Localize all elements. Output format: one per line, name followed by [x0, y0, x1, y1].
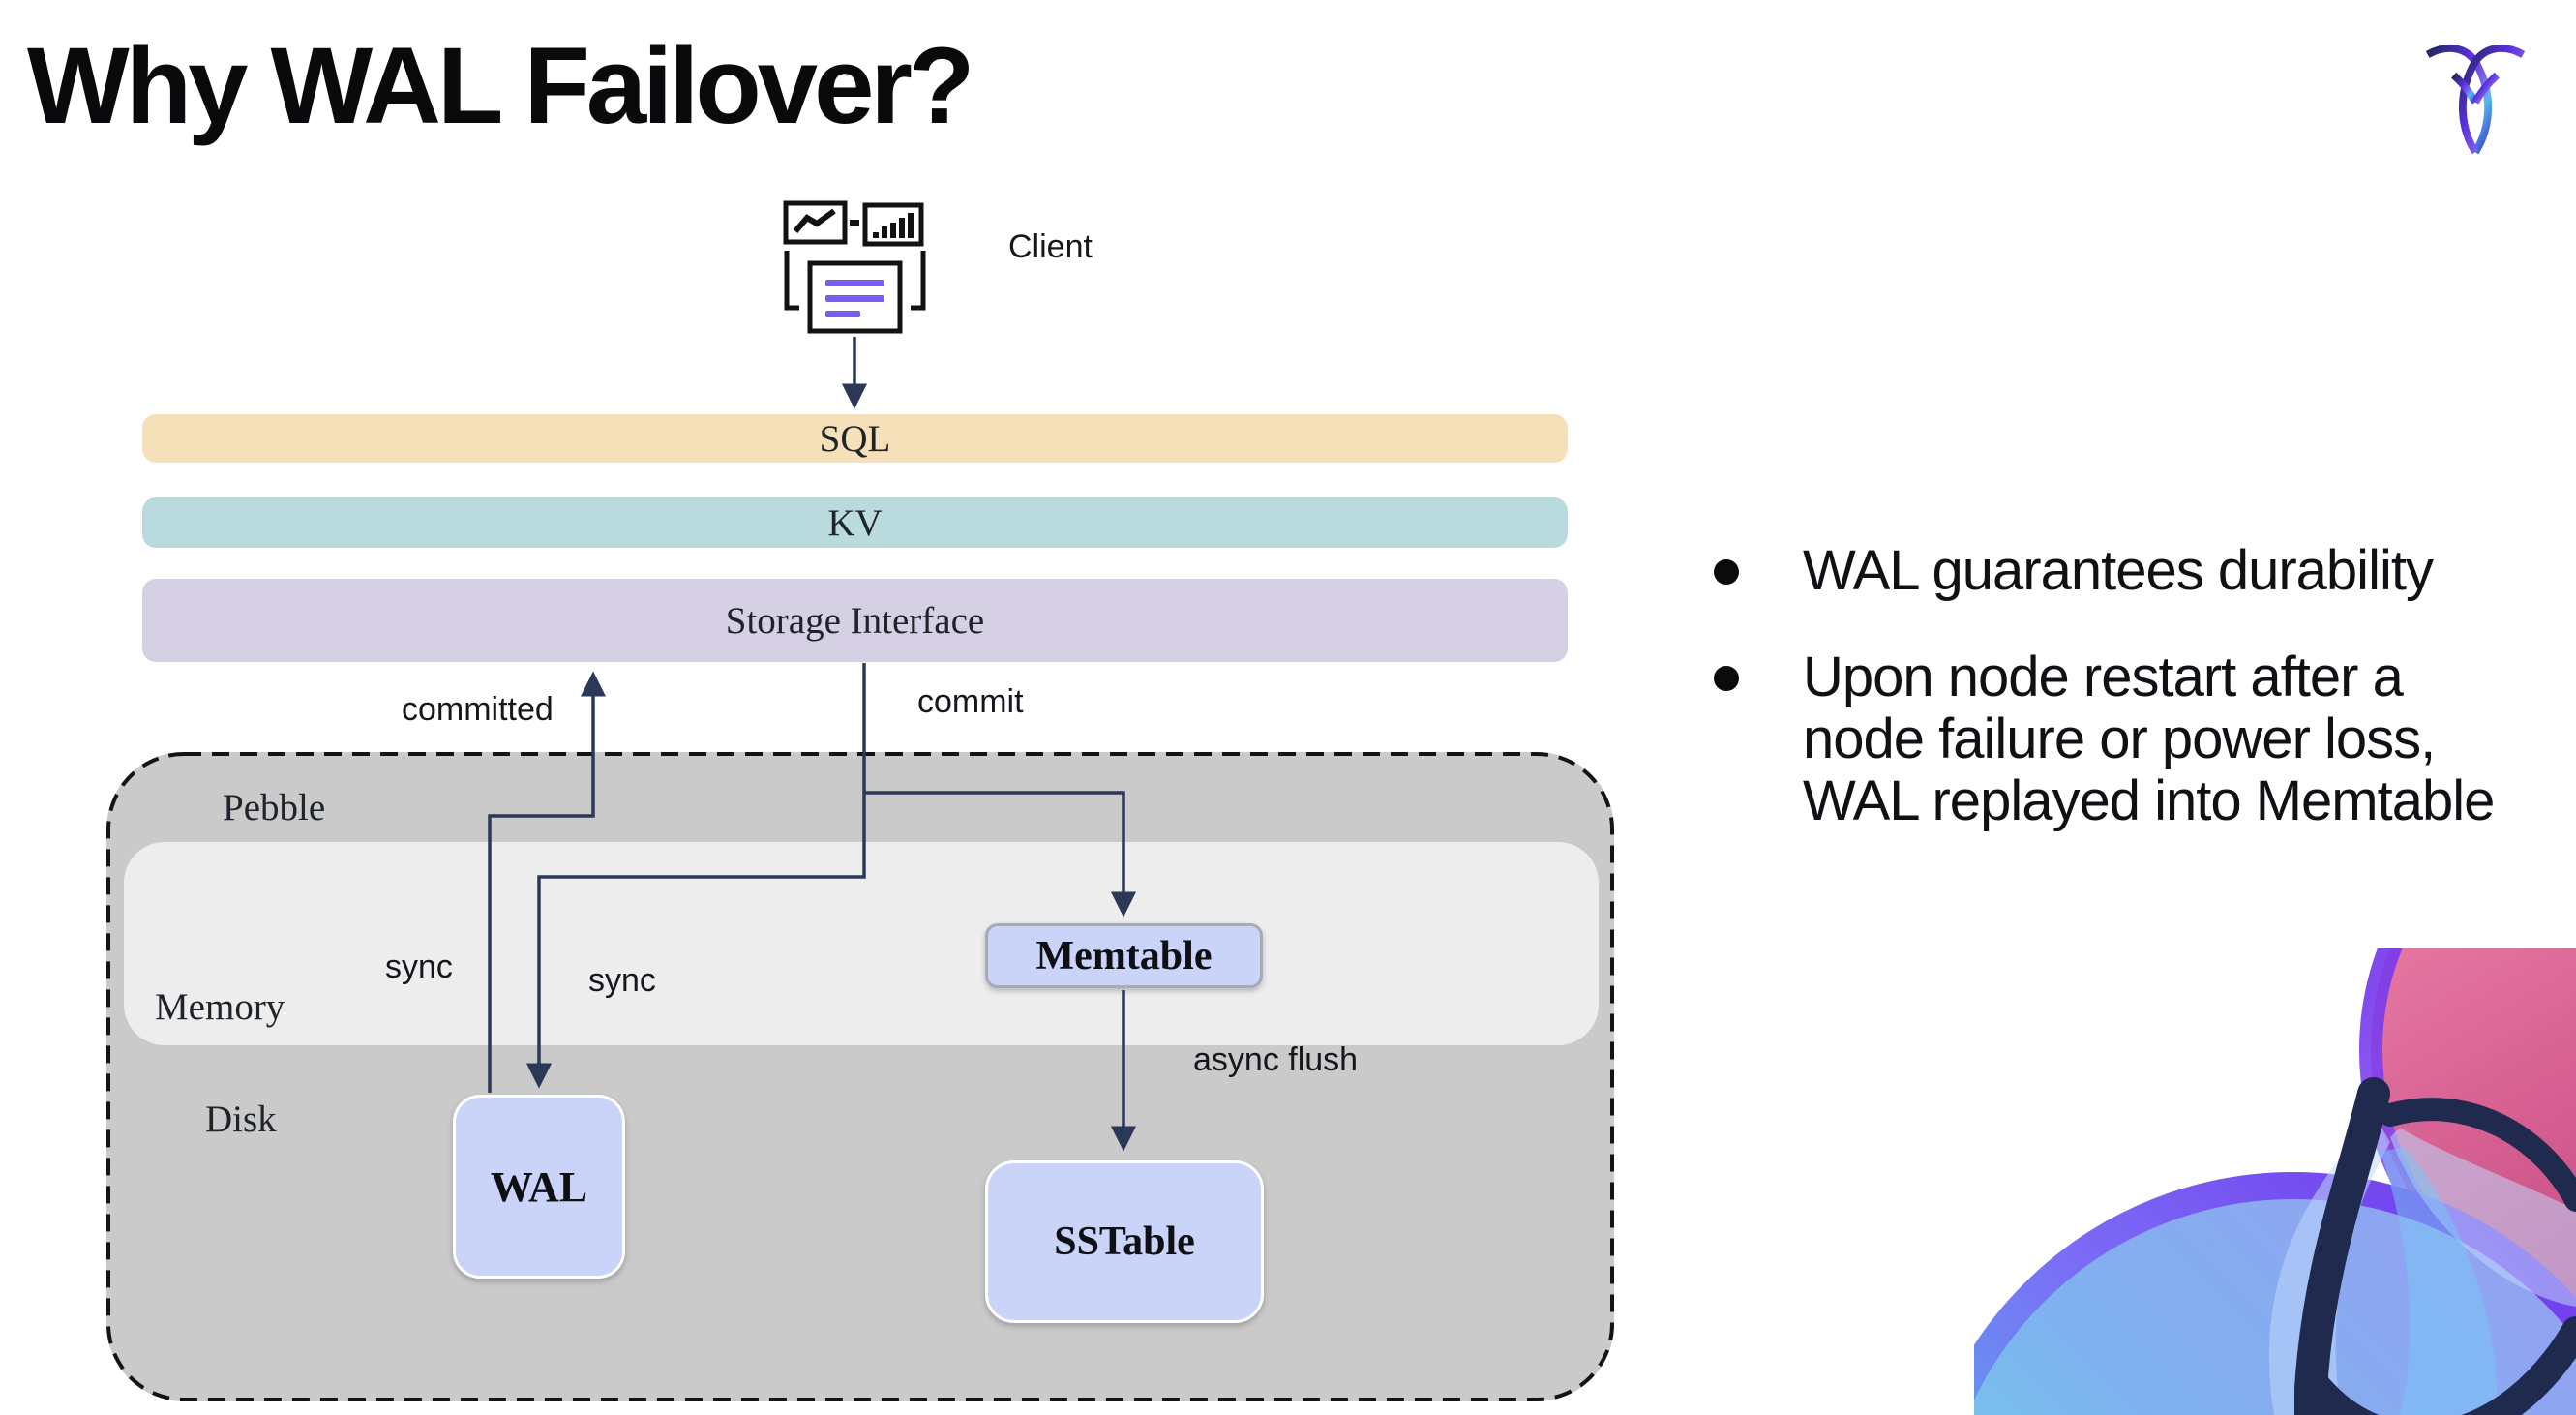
client-label: Client: [1008, 228, 1093, 265]
line-chart-icon: [783, 200, 848, 245]
left-bracket-icon: [784, 251, 799, 311]
cockroach-brand-art-icon: [1974, 948, 2576, 1415]
edge-label-sync-left: sync: [385, 948, 453, 985]
wal-box: WAL: [453, 1095, 625, 1279]
bullet-dot-icon: [1714, 666, 1739, 691]
edge-label-commit: commit: [917, 683, 1024, 720]
layer-kv: KV: [142, 497, 1568, 548]
layer-storage-interface: Storage Interface: [142, 579, 1568, 662]
document-lines: [825, 280, 884, 317]
sstable-box-label: SSTable: [1054, 1219, 1195, 1264]
memory-label: Memory: [155, 986, 285, 1028]
edge-label-sync-right: sync: [588, 962, 656, 999]
right-bracket-icon: [911, 251, 926, 311]
client-workstation-icon: [783, 200, 926, 334]
sstable-box: SSTable: [985, 1160, 1264, 1323]
memtable-box: Memtable: [985, 923, 1263, 988]
bullet-text: Upon node restart after a node failure o…: [1803, 646, 2495, 832]
list-item: Upon node restart after a node failure o…: [1714, 647, 2565, 832]
bullet-list: WAL guarantees durability Upon node rest…: [1714, 540, 2565, 832]
layer-storage-interface-label: Storage Interface: [725, 599, 985, 642]
edge-label-async-flush: async flush: [1193, 1041, 1359, 1078]
bullet-text: WAL guarantees durability: [1803, 539, 2434, 602]
bullet-dot-icon: [1714, 559, 1739, 585]
disk-label: Disk: [205, 1099, 277, 1140]
memtable-box-label: Memtable: [1035, 933, 1213, 978]
page-title: Why WAL Failover?: [27, 25, 974, 146]
edge-label-committed: committed: [402, 691, 554, 728]
layer-sql: SQL: [142, 414, 1568, 463]
memory-band: [124, 842, 1599, 1045]
layer-sql-label: SQL: [819, 417, 891, 460]
list-item: WAL guarantees durability: [1714, 540, 2565, 602]
pebble-label: Pebble: [223, 787, 326, 828]
layer-kv-label: KV: [827, 501, 883, 544]
wal-box-label: WAL: [490, 1162, 588, 1211]
cockroach-logo-icon: [2425, 45, 2526, 155]
